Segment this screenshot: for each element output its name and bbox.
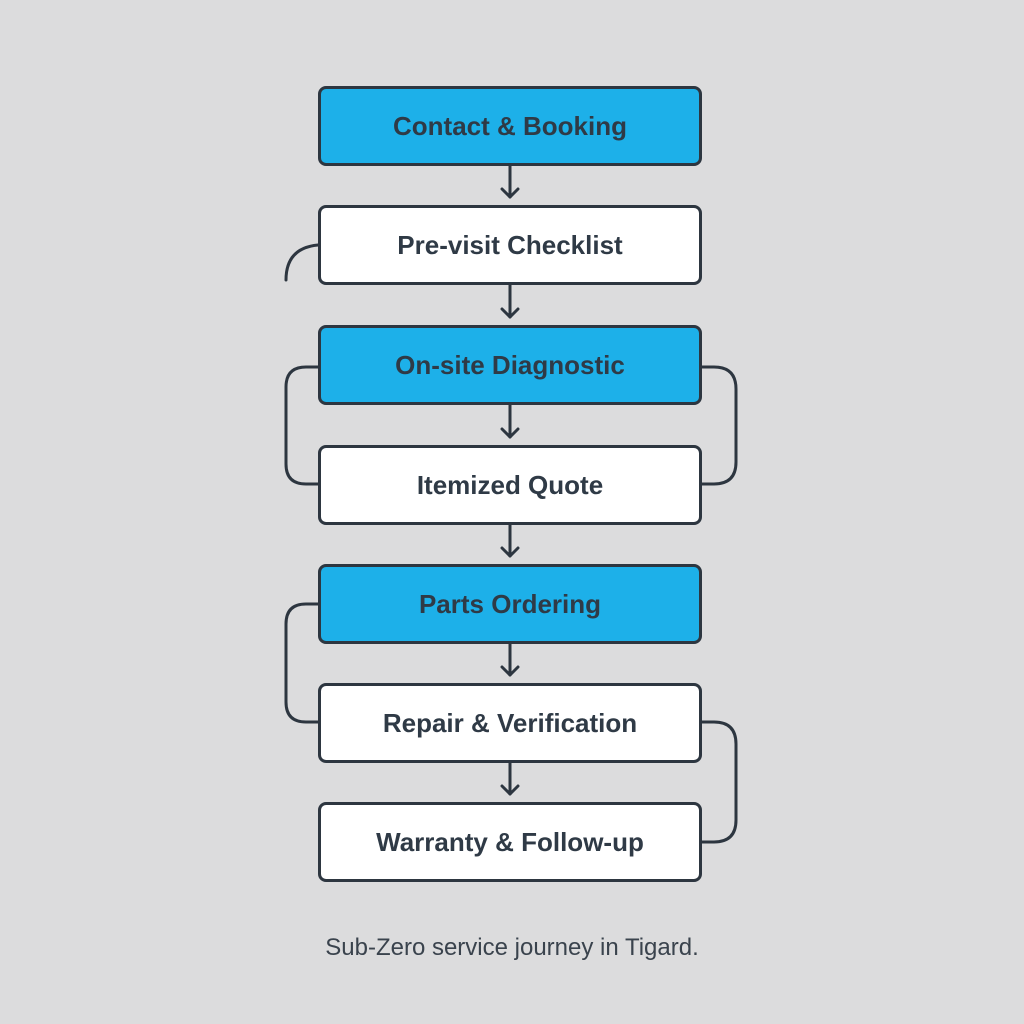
- step-on-site-diagnostic: On-site Diagnostic: [318, 325, 702, 405]
- step-pre-visit-checklist: Pre-visit Checklist: [318, 205, 702, 285]
- step-itemized-quote: Itemized Quote: [318, 445, 702, 525]
- loop-left-diagnostic-quote: [284, 365, 320, 486]
- step-warranty-follow-up: Warranty & Follow-up: [318, 802, 702, 882]
- step-repair-verification: Repair & Verification: [318, 683, 702, 763]
- loop-stub-pre-visit: [284, 243, 320, 282]
- diagram-caption: Sub-Zero service journey in Tigard.: [325, 934, 699, 961]
- arrow-4-to-5: [500, 523, 520, 558]
- arrow-5-to-6: [500, 642, 520, 677]
- arrow-3-to-4: [500, 403, 520, 439]
- step-contact-booking: Contact & Booking: [318, 86, 702, 166]
- loop-right-repair-warranty: [700, 720, 738, 844]
- arrow-2-to-3: [500, 283, 520, 319]
- loop-left-parts-repair: [284, 602, 320, 724]
- arrow-6-to-7: [500, 761, 520, 796]
- loop-right-diagnostic-quote: [700, 365, 738, 486]
- arrow-1-to-2: [500, 164, 520, 199]
- step-parts-ordering: Parts Ordering: [318, 564, 702, 644]
